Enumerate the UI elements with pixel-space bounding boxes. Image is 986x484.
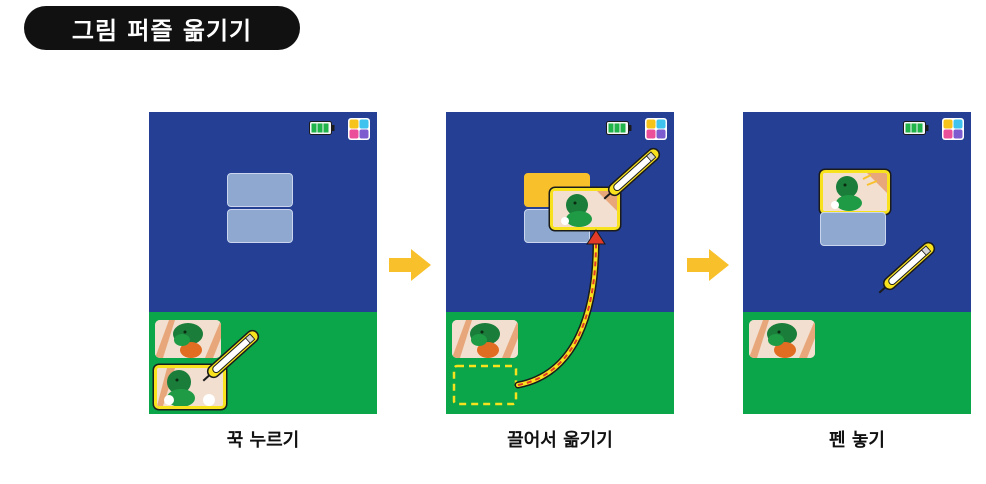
empty-puzzle-slot[interactable] [820, 212, 886, 246]
dinosaur-illustration-icon [749, 320, 815, 358]
dinosaur-illustration-icon [823, 173, 887, 211]
dinosaur-illustration-icon [452, 320, 518, 358]
placed-puzzle-piece[interactable] [820, 170, 890, 214]
battery-icon [309, 121, 335, 135]
empty-puzzle-slot[interactable] [227, 209, 293, 243]
page-title: 그림 퍼즐 옮기기 [24, 6, 300, 50]
step-panel-press [149, 112, 377, 414]
puzzle-piece-thumbnail[interactable] [155, 320, 221, 358]
puzzle-piece-thumbnail[interactable] [749, 320, 815, 358]
battery-icon [606, 121, 632, 135]
step-caption-release: 펜 놓기 [829, 430, 885, 451]
step-panel-drag [446, 112, 674, 414]
dinosaur-illustration-icon [155, 320, 221, 358]
step-panel-release [743, 112, 971, 414]
dinosaur-illustration-icon [157, 368, 223, 406]
stylus-pen-icon [202, 329, 260, 382]
kinu-logo-icon [348, 118, 370, 140]
stylus-pen-icon [603, 147, 661, 200]
dashed-drag-path-icon [452, 229, 606, 406]
stylus-pen-icon [878, 241, 936, 294]
step-caption-drag: 끌어서 옮기기 [507, 430, 613, 451]
empty-puzzle-slot[interactable] [227, 173, 293, 207]
kinu-logo-icon [942, 118, 964, 140]
puzzle-piece-thumbnail[interactable] [452, 320, 518, 358]
step-caption-press: 꾹 누르기 [226, 430, 300, 451]
selected-puzzle-piece[interactable] [154, 365, 226, 409]
battery-icon [903, 121, 929, 135]
right-arrow-icon [687, 249, 729, 281]
kinu-logo-icon [645, 118, 667, 140]
right-arrow-icon [389, 249, 431, 281]
